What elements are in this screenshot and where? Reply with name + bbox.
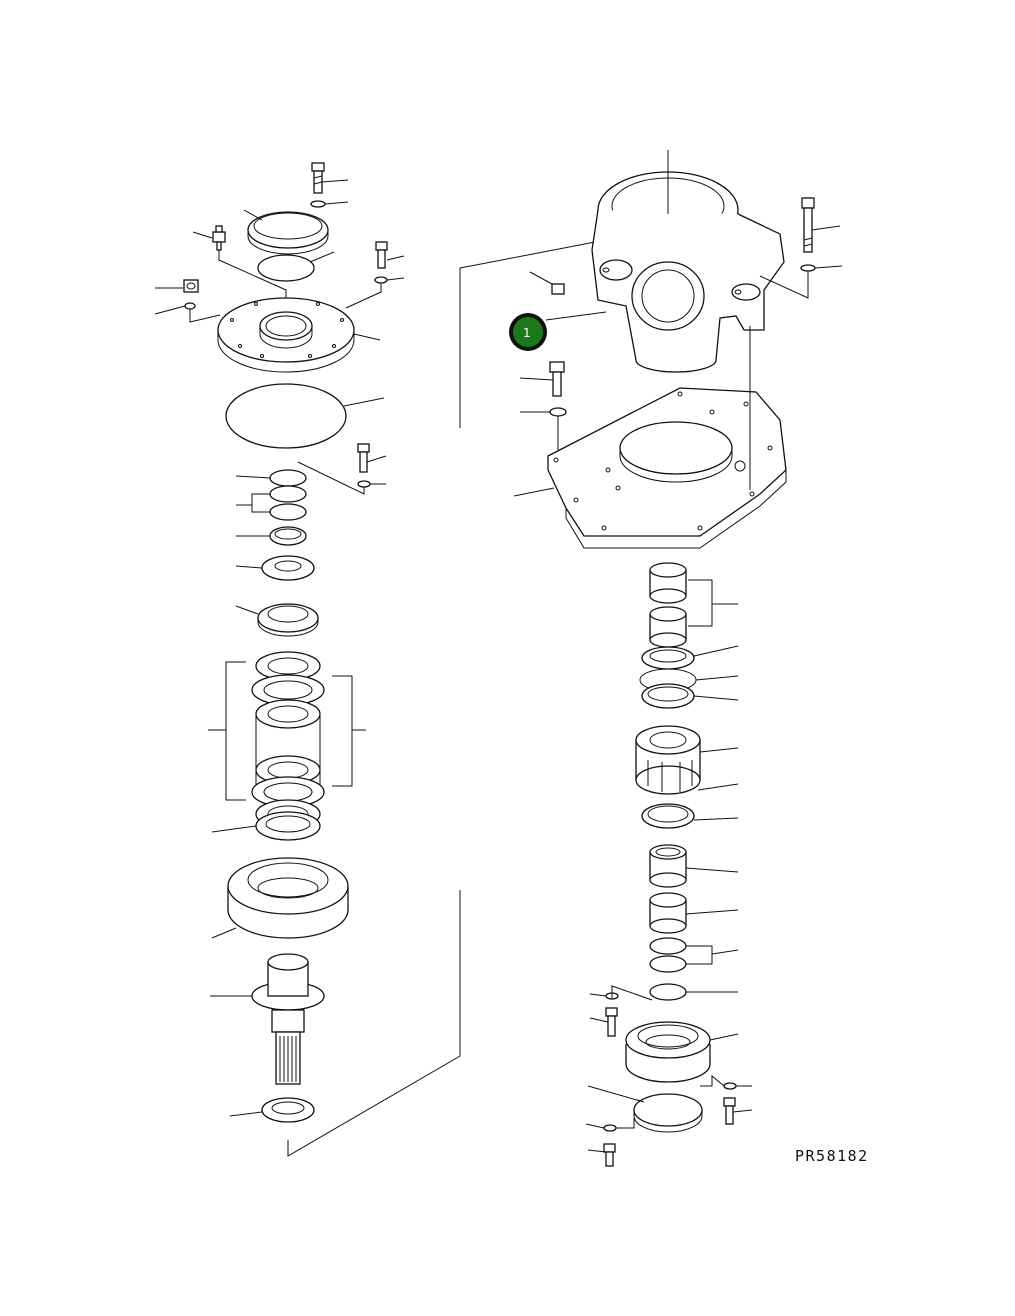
adaptor-plate [513, 326, 787, 549]
cage-bolts [589, 985, 653, 1037]
nut-washer [154, 279, 221, 323]
right-assembly: 1 [509, 150, 869, 1167]
lower-plate [211, 811, 321, 841]
mid-bolt [297, 443, 387, 495]
cap-plate [649, 983, 738, 1001]
left-assembly [154, 150, 669, 1157]
reference-code: PR58182 [795, 1147, 869, 1165]
bottom-left-bolts [585, 1118, 635, 1167]
side-bolt [345, 241, 405, 309]
callout-1[interactable]: 1 [509, 311, 607, 351]
bottom-cover [587, 1085, 703, 1133]
large-gasket [225, 383, 385, 449]
ring-gear [211, 857, 349, 939]
top-washer [310, 200, 349, 208]
bushing-pair [649, 562, 738, 648]
flange-plate [217, 297, 381, 373]
bearing-cage [625, 1021, 739, 1083]
grease-fitting [192, 225, 287, 302]
gasket-disc [257, 251, 335, 282]
shim-stack [235, 469, 307, 521]
top-cover [243, 209, 329, 255]
bush [649, 892, 739, 934]
snap-ring [641, 803, 739, 829]
plate-bolt [519, 361, 567, 450]
shim-plates [649, 937, 739, 973]
thick-washer [235, 603, 319, 637]
callout-number: 1 [523, 326, 531, 340]
shaft-gear [210, 953, 325, 1085]
roller-bearing [635, 725, 739, 795]
oil-seals [639, 645, 739, 709]
bottom-washer [229, 1097, 315, 1123]
bottom-right-bolts [700, 1074, 753, 1125]
thrust-washer [235, 555, 315, 581]
needle-bearing [649, 844, 739, 888]
housing-bolt [759, 197, 843, 299]
gear-housing [591, 150, 785, 373]
clutch-pack [208, 651, 366, 829]
housing-nut [529, 271, 565, 295]
callout-badge [513, 317, 543, 347]
top-bolt [311, 162, 349, 194]
bearing-race [236, 526, 307, 546]
